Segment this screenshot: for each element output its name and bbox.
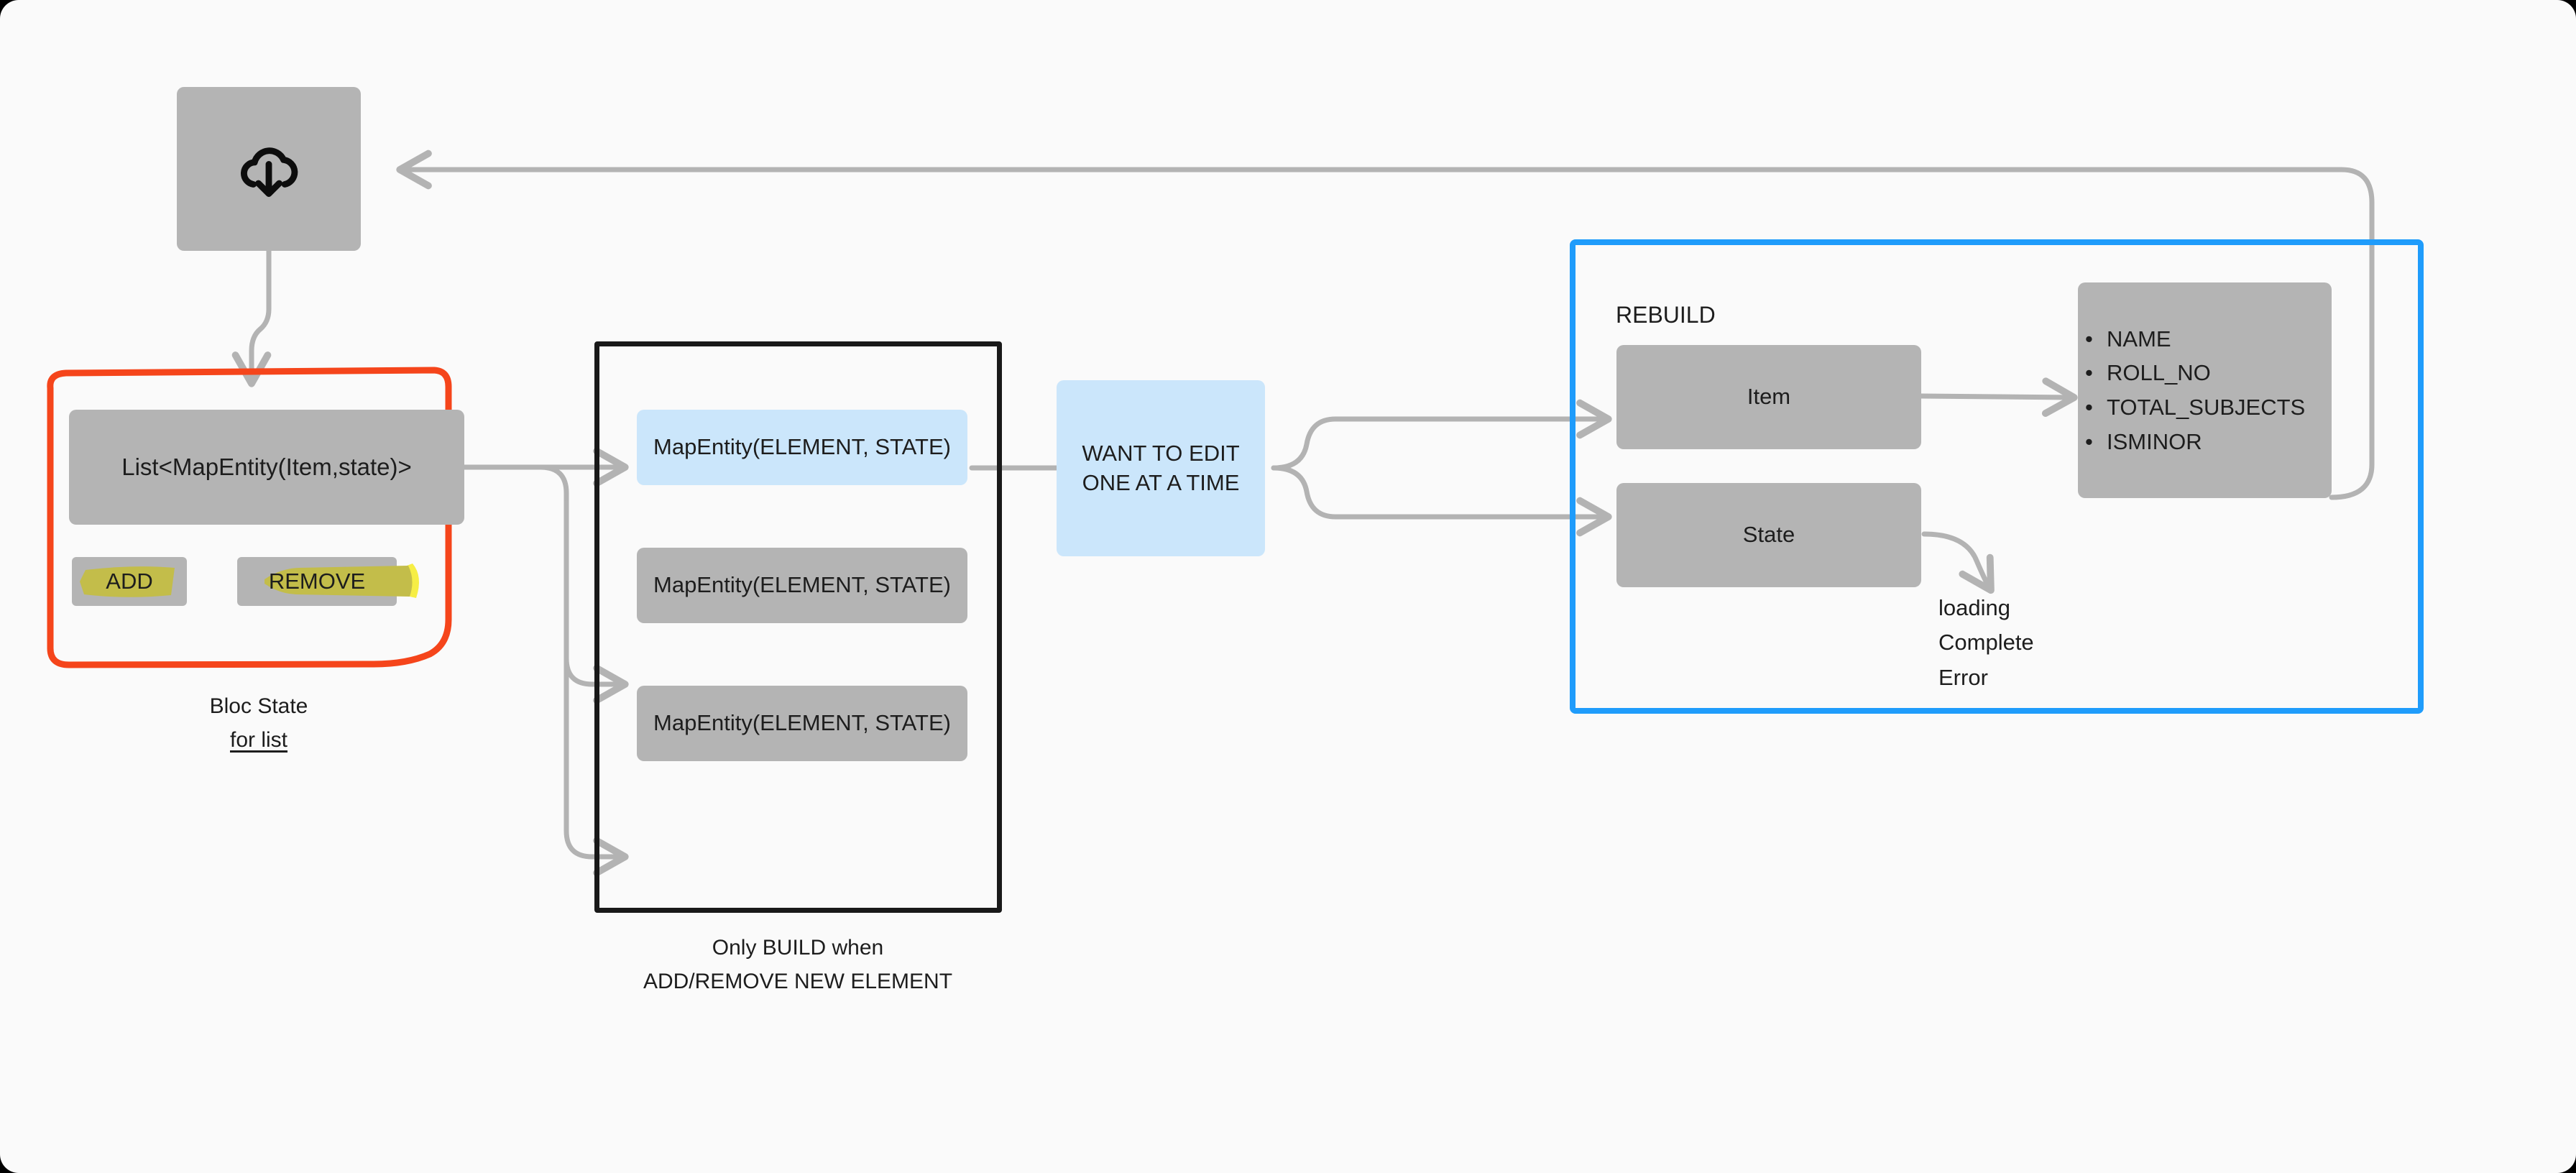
build-group-caption-line1: Only BUILD when [712, 936, 884, 960]
add-button-label: ADD [106, 569, 153, 594]
state-value-loading: loading [1938, 595, 2010, 620]
cloud-download-icon [241, 147, 298, 197]
attribute-isminor: ISMINOR [2085, 425, 2305, 459]
bloc-state-caption-line1: Bloc State [209, 694, 308, 718]
rebuild-title-text: REBUILD [1616, 302, 1716, 328]
state-box[interactable]: State [1616, 483, 1921, 587]
remove-button[interactable]: REMOVE [237, 557, 419, 606]
want-to-edit-box-label: WANT TO EDIT ONE AT A TIME [1082, 441, 1240, 495]
map-entity-box-3-label: MapEntity(ELEMENT, STATE) [653, 710, 951, 736]
arrow-edit-to-item [1271, 399, 1612, 471]
build-group-caption: Only BUILD when ADD/REMOVE NEW ELEMENT [597, 932, 999, 998]
state-value-error: Error [1938, 664, 1988, 690]
build-group-caption-line2: ADD/REMOVE NEW ELEMENT [643, 969, 953, 993]
rebuild-title: REBUILD [1616, 302, 1716, 328]
want-to-edit-box[interactable]: WANT TO EDIT ONE AT A TIME [1057, 380, 1265, 556]
map-entity-box-1-label: MapEntity(ELEMENT, STATE) [653, 434, 951, 460]
rebuild-group-region [1570, 239, 2424, 714]
add-button[interactable]: ADD [72, 557, 187, 606]
attribute-roll-no: ROLL_NO [2085, 356, 2305, 390]
list-state-box[interactable]: List<MapEntity(Item,state)> [69, 410, 464, 525]
item-box-label: Item [1747, 384, 1791, 410]
cloud-source-node[interactable] [177, 87, 361, 251]
map-entity-box-3[interactable]: MapEntity(ELEMENT, STATE) [637, 686, 967, 761]
state-value-complete: Complete [1938, 630, 2034, 656]
map-entity-box-1[interactable]: MapEntity(ELEMENT, STATE) [637, 410, 967, 485]
bloc-state-caption: Bloc State for list [101, 690, 417, 757]
attributes-box[interactable]: NAME ROLL_NO TOTAL_SUBJECTS ISMINOR [2078, 282, 2332, 498]
arrow-edit-to-state [1271, 465, 1612, 537]
map-entity-box-2[interactable]: MapEntity(ELEMENT, STATE) [637, 548, 967, 623]
remove-button-label: REMOVE [268, 569, 366, 594]
bloc-state-caption-line2: for list [229, 727, 288, 752]
build-group-region [594, 341, 1002, 913]
attribute-total-subjects: TOTAL_SUBJECTS [2085, 390, 2305, 425]
state-box-label: State [1742, 522, 1795, 548]
list-state-box-label: List<MapEntity(Item,state)> [121, 453, 412, 480]
map-entity-box-2-label: MapEntity(ELEMENT, STATE) [653, 572, 951, 598]
item-box[interactable]: Item [1616, 345, 1921, 449]
attributes-list: NAME ROLL_NO TOTAL_SUBJECTS ISMINOR [2078, 322, 2305, 459]
arrow-cloud-to-list [231, 247, 272, 387]
attribute-name: NAME [2085, 322, 2305, 356]
state-values-list: loading Complete Error [1938, 591, 2034, 695]
